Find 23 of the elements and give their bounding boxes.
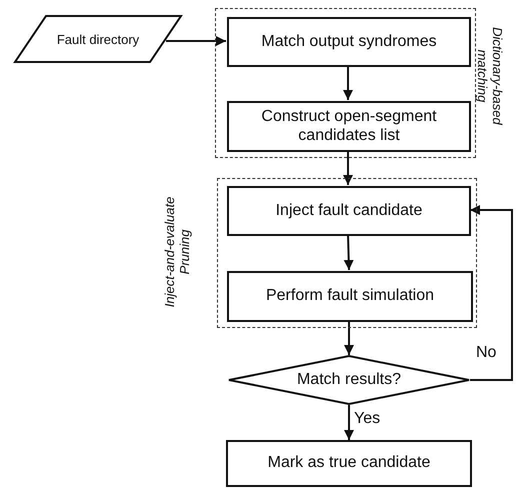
- node-label: Inject fault candidate: [276, 202, 422, 220]
- arrow: [343, 151, 353, 185]
- arrow: [343, 66, 353, 100]
- arrow: [344, 405, 354, 440]
- input-parallelogram: [14, 15, 182, 63]
- process-box: [227, 186, 471, 236]
- group-heading: Dictionary-based matching: [474, 26, 504, 127]
- group-heading: Inject-and-evaluate Pruning: [163, 196, 193, 310]
- arrow: [166, 36, 226, 46]
- node-label: Perform fault simulation: [266, 287, 434, 306]
- process-box: [227, 101, 471, 152]
- decision-diamond: [228, 355, 470, 405]
- process-box: [226, 440, 472, 487]
- node-label: Fault directory: [56, 32, 140, 46]
- arrow: [470, 205, 513, 381]
- process-box: [227, 271, 473, 322]
- node-label: Construct open-segment candidates list: [260, 108, 438, 145]
- node-label: Match results?: [296, 371, 402, 389]
- process-box: [227, 17, 471, 67]
- node-label: Match output syndromes: [261, 32, 437, 52]
- arrow: [344, 234, 354, 270]
- arrow: [344, 321, 354, 355]
- node-label: Mark as true candidate: [268, 454, 430, 473]
